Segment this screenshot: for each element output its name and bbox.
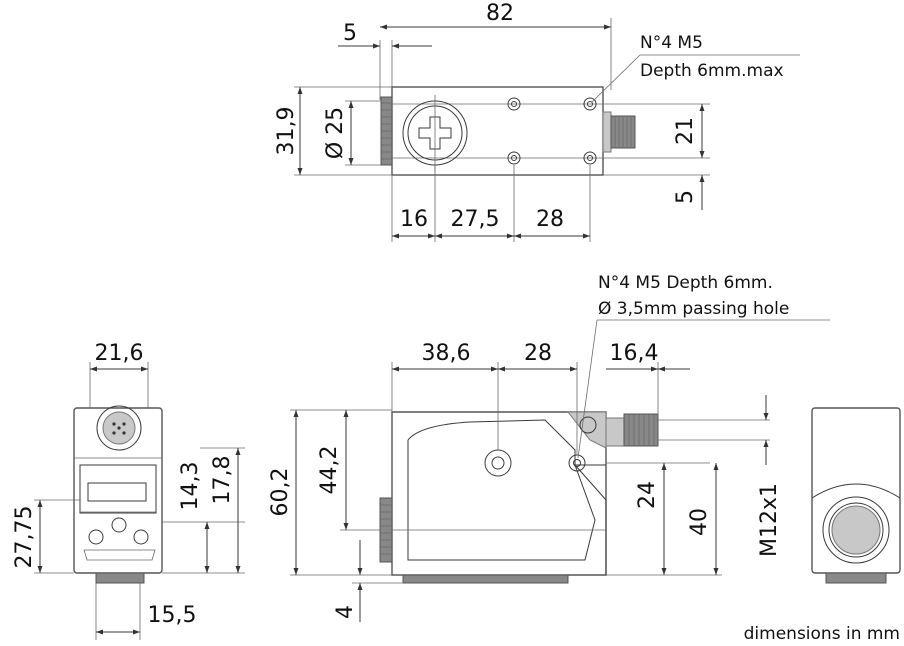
- button-icon: [111, 517, 127, 533]
- units-note: dimensions in mm: [744, 624, 900, 644]
- lens-rear: [822, 496, 890, 564]
- dim-38-6: 38,6: [422, 341, 471, 366]
- dim-82: 82: [486, 1, 514, 26]
- dim-60-2: 60,2: [268, 468, 293, 517]
- side-view: 38,6 28 16,4 60,2 44,2 4 24 40 M12x1 N°4…: [268, 273, 830, 622]
- dim-31-9: 31,9: [274, 107, 299, 156]
- button-icon: [133, 529, 149, 545]
- front-view: 21,6 14,3 17,8 27,75 15,5: [12, 341, 245, 640]
- dim-27-5: 27,5: [451, 207, 500, 232]
- cross-screw-icon: [418, 116, 452, 150]
- dim-44-2: 44,2: [317, 446, 342, 495]
- side-view-housing: [391, 411, 607, 576]
- dim-5-top: 5: [343, 21, 357, 46]
- dim-40: 40: [687, 508, 712, 536]
- hole-icon: [507, 97, 521, 111]
- top-view: 82 5: [274, 1, 800, 242]
- dim-14-3: 14,3: [178, 462, 203, 511]
- dim-16: 16: [400, 207, 428, 232]
- dim-28-top: 28: [536, 207, 564, 232]
- dim-5-right: 5: [673, 190, 698, 204]
- dim-dia-25: Ø 25: [323, 107, 348, 159]
- top-note-line1: N°4 M5: [640, 33, 703, 53]
- dim-17-8: 17,8: [210, 456, 235, 505]
- dim-21-6: 21,6: [95, 341, 144, 366]
- side-note-line1: N°4 M5 Depth 6mm.: [598, 273, 773, 293]
- knob-side: [379, 497, 393, 563]
- dim-27-75: 27,75: [12, 506, 37, 569]
- dim-21: 21: [673, 117, 698, 145]
- top-note-line2: Depth 6mm.max: [640, 61, 784, 81]
- hole-icon: [583, 151, 597, 165]
- top-view-housing: [391, 86, 604, 176]
- connector-front: [96, 405, 142, 451]
- hole-icon: [583, 97, 597, 111]
- hole-icon: [507, 151, 521, 165]
- side-note-line2: Ø 3,5mm passing hole: [598, 299, 789, 319]
- dim-24: 24: [635, 481, 660, 509]
- rear-view: [811, 407, 901, 584]
- dim-16-4: 16,4: [610, 341, 659, 366]
- dim-m12x1: M12x1: [757, 483, 782, 557]
- dim-4: 4: [333, 605, 358, 619]
- connector-side: [623, 413, 659, 447]
- display-window: [79, 464, 157, 514]
- dim-15-5: 15,5: [148, 603, 197, 628]
- button-icon: [88, 529, 104, 545]
- dim-28-side: 28: [524, 341, 552, 366]
